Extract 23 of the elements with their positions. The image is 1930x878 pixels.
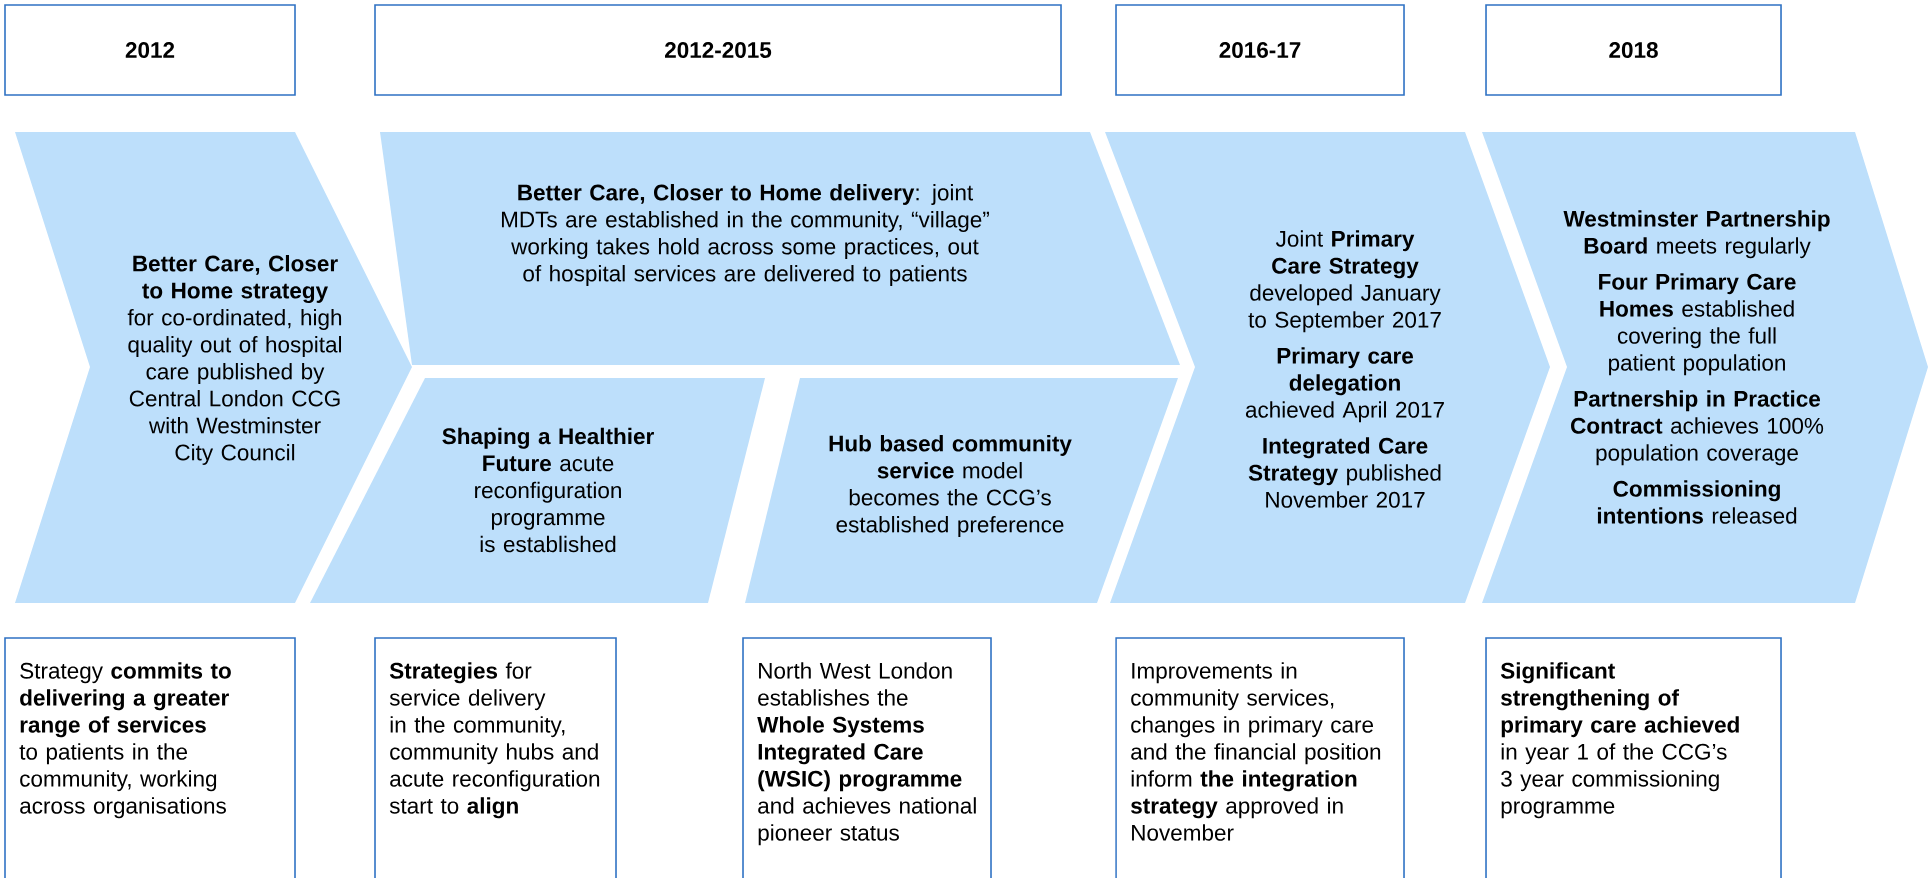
year-box: 2016-17: [1115, 4, 1405, 96]
timeline-band: Better Care, Closer to Home strategy for co-ordinated, high quality out of hospital care published by Central London CCG with Westminster City Council: [15, 132, 412, 603]
text-box: Strategies for service delivery in the community, community hubs and acute reconfiguration start to align: [374, 637, 617, 878]
node-label: Primary care delegation achieved April 2017: [1245, 347, 1444, 423]
text-box: Strategy commits to delivering a greater range of services to patients in the community, working across organisations: [4, 637, 296, 878]
node-label: Commissioning intentions released: [1597, 480, 1797, 524]
node-label: Hub based community service model becomes the CCG’s established preference: [829, 435, 1072, 537]
timeline-band: Westminster Partnership Board meets regularly Four Primary Care Homes established covering the full patient population Partnership in Practice Contract achieves 100% population coverage Commissioning intentions released: [1482, 132, 1928, 603]
arrow-band: Hub based community service model becomes the CCG’s established preference: [745, 378, 1178, 603]
year-box: 2012-2015: [374, 4, 1062, 96]
node-label: Joint Primary Care Strategy developed January to September 2017: [1248, 230, 1441, 333]
year-box: 2012: [4, 4, 296, 96]
text-box: Improvements in community services, changes in primary care and the financial position inform the integration strategy approved in November: [1115, 637, 1405, 878]
node-label: Partnership in Practice Contract achieves 100% population coverage: [1571, 390, 1824, 466]
year-box: 2018: [1485, 4, 1782, 96]
node-label: Shaping a Healthier Future acute reconfiguration programme is established: [442, 427, 654, 553]
node-label: Better Care, Closer to Home delivery: joint MDTs are established in the community, “village” working takes hold across some practices, out of hospital services are delivered to patients: [501, 184, 989, 286]
node-label: Westminster Partnership Board meets regularly: [1563, 210, 1830, 259]
node-label: Integrated Care Strategy published November 2017: [1248, 437, 1441, 508]
arrow-band: Better Care, Closer to Home delivery: joint MDTs are established in the community, “village” working takes hold across some practices, out of hospital services are delivered to patients: [380, 132, 1180, 365]
text-box: Significant strengthening of primary care achieved in year 1 of the CCG’s 3 year commissioning programme: [1485, 637, 1782, 878]
text-box: North West London establishes the Whole Systems Integrated Care (WSIC) programme and achieves national pioneer status: [742, 637, 992, 878]
node-label: Four Primary Care Homes established covering the full patient population: [1599, 273, 1796, 376]
